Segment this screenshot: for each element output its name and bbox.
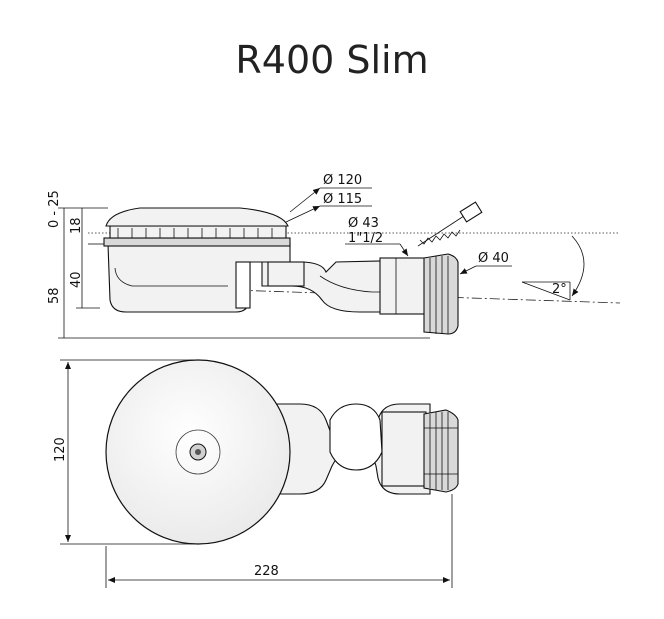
- dim-diameter-120: Ø 120: [323, 173, 362, 188]
- grate-cover: [105, 207, 289, 227]
- trap-body-inner-line: [114, 267, 228, 287]
- dim-plan-diameter: 120: [53, 437, 68, 462]
- saw-icon: [417, 201, 483, 247]
- dim-diameter-115: Ø 115: [323, 192, 362, 207]
- trap-inner-wall: [235, 261, 251, 309]
- dim-total-height: 58: [47, 287, 62, 304]
- dim-body-height: 40: [69, 271, 84, 288]
- dim-plan-length: 228: [254, 564, 279, 579]
- outlet-sleeve: [267, 261, 305, 287]
- top-view: [60, 359, 459, 588]
- center-ring: [175, 429, 221, 475]
- coupling-nut-plan: [423, 409, 459, 493]
- coupling-nut: [423, 253, 459, 335]
- side-view: [58, 187, 621, 339]
- dim-thread: 1"1/2: [348, 231, 383, 246]
- outlet-pipe: [379, 257, 427, 315]
- dim-diameter-40: Ø 40: [478, 251, 509, 266]
- outlet-pipe-plan: [381, 411, 427, 487]
- dim-slope: 2°: [552, 282, 567, 297]
- grate-frame: [109, 225, 287, 239]
- flange: [103, 237, 291, 247]
- dim-adjust: 0 - 25: [47, 190, 62, 228]
- elbow-plan: [329, 403, 383, 471]
- drawing-title: R400 Slim: [235, 38, 429, 82]
- dim-grate-height: 18: [69, 217, 84, 234]
- dim-diameter-43: Ø 43: [348, 216, 379, 231]
